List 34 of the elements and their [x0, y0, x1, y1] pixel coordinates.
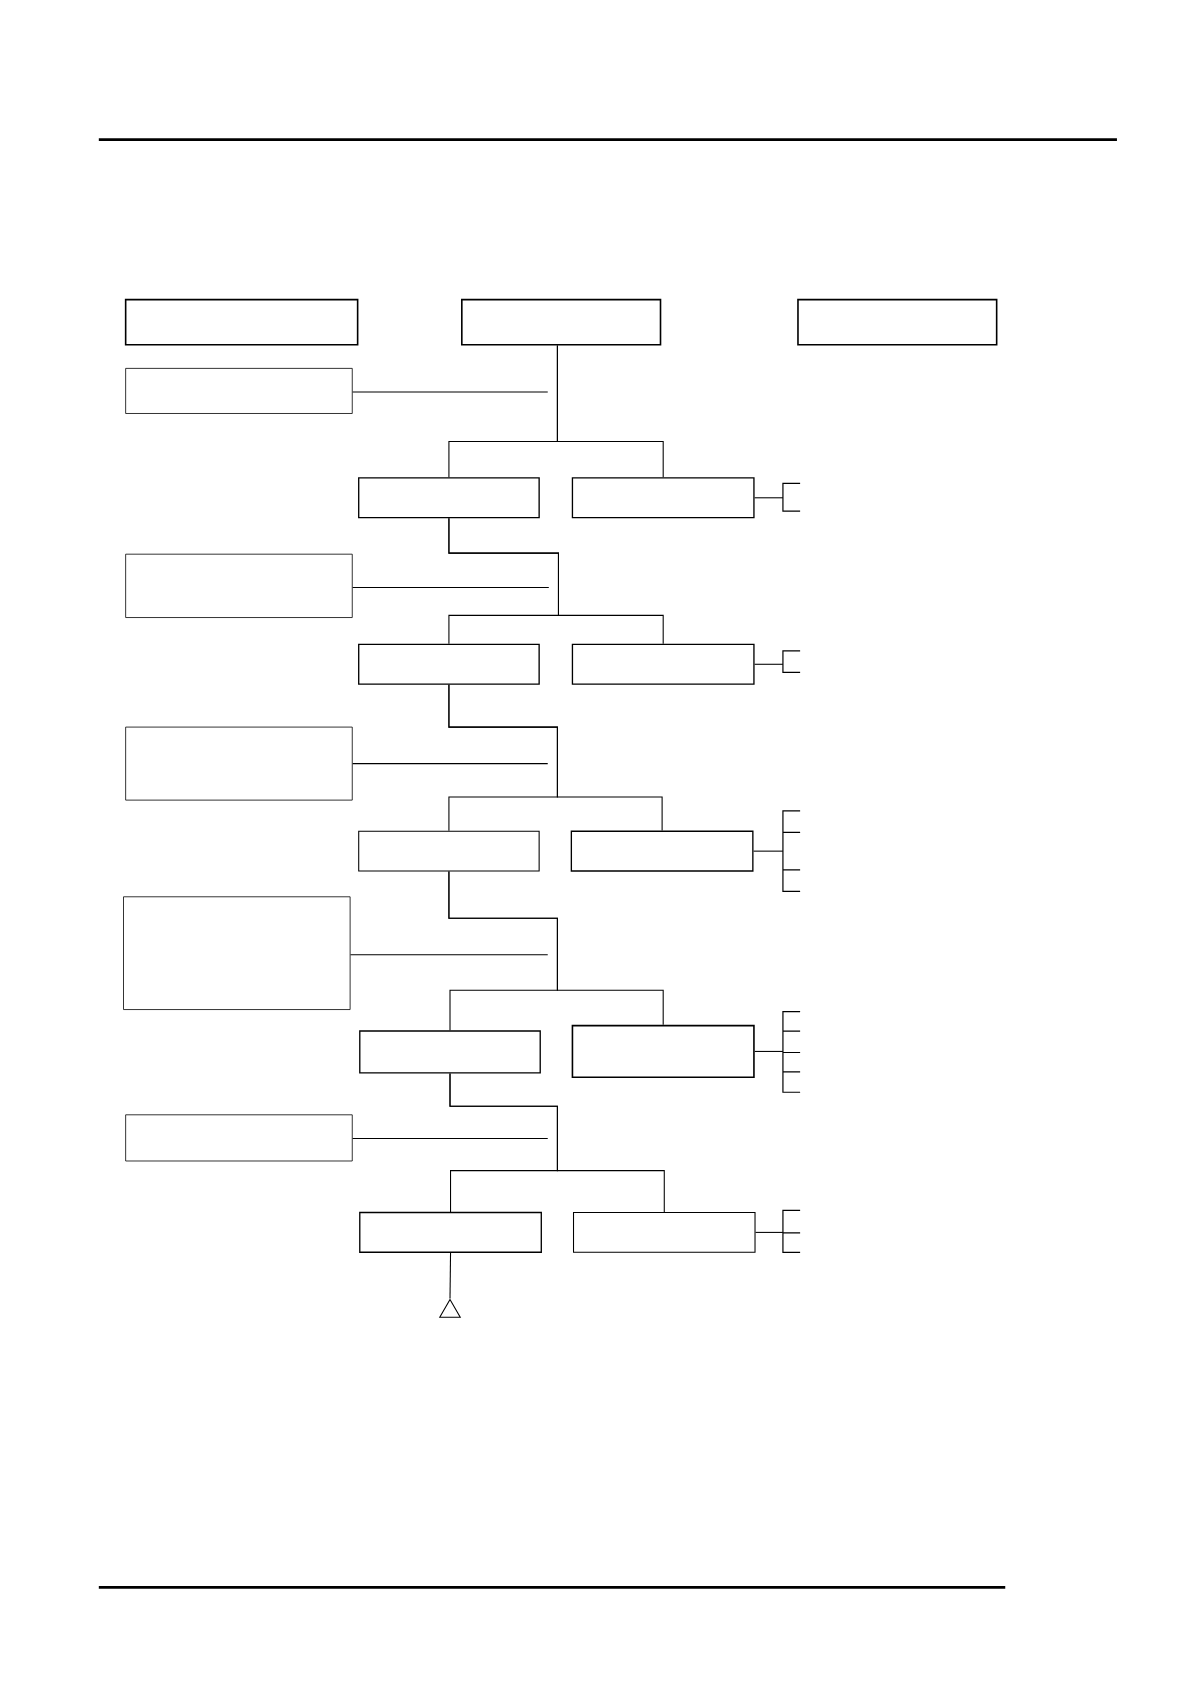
connector-line	[754, 1050, 784, 1052]
connector-line	[352, 763, 549, 765]
empty-box	[125, 1114, 353, 1162]
empty-box	[124, 298, 359, 346]
empty-box	[125, 553, 353, 618]
connector-line	[449, 1073, 665, 1213]
connector-line	[556, 345, 664, 478]
empty-box	[125, 726, 353, 801]
empty-box	[461, 298, 662, 346]
empty-box	[358, 477, 540, 519]
connector-line	[449, 1252, 452, 1299]
connector-line	[755, 1231, 784, 1233]
connector-line	[753, 850, 784, 852]
connector-line	[448, 517, 664, 645]
empty-box	[358, 830, 540, 872]
connector-line	[352, 391, 549, 393]
connector-line	[352, 586, 550, 588]
empty-box	[125, 368, 353, 414]
empty-box	[358, 643, 540, 685]
connector-line	[754, 663, 784, 665]
connector-line	[352, 1137, 549, 1139]
empty-box	[570, 830, 754, 872]
empty-box	[797, 298, 998, 346]
empty-box	[571, 1024, 755, 1078]
empty-box	[571, 477, 755, 519]
connector-line	[448, 871, 664, 1026]
connector-line	[754, 497, 784, 499]
empty-box	[573, 1212, 756, 1253]
connector-line	[448, 684, 663, 832]
connector-line	[350, 954, 549, 956]
empty-box	[359, 1030, 541, 1074]
empty-box	[571, 643, 755, 685]
empty-box	[123, 896, 351, 1010]
empty-box	[359, 1211, 542, 1253]
